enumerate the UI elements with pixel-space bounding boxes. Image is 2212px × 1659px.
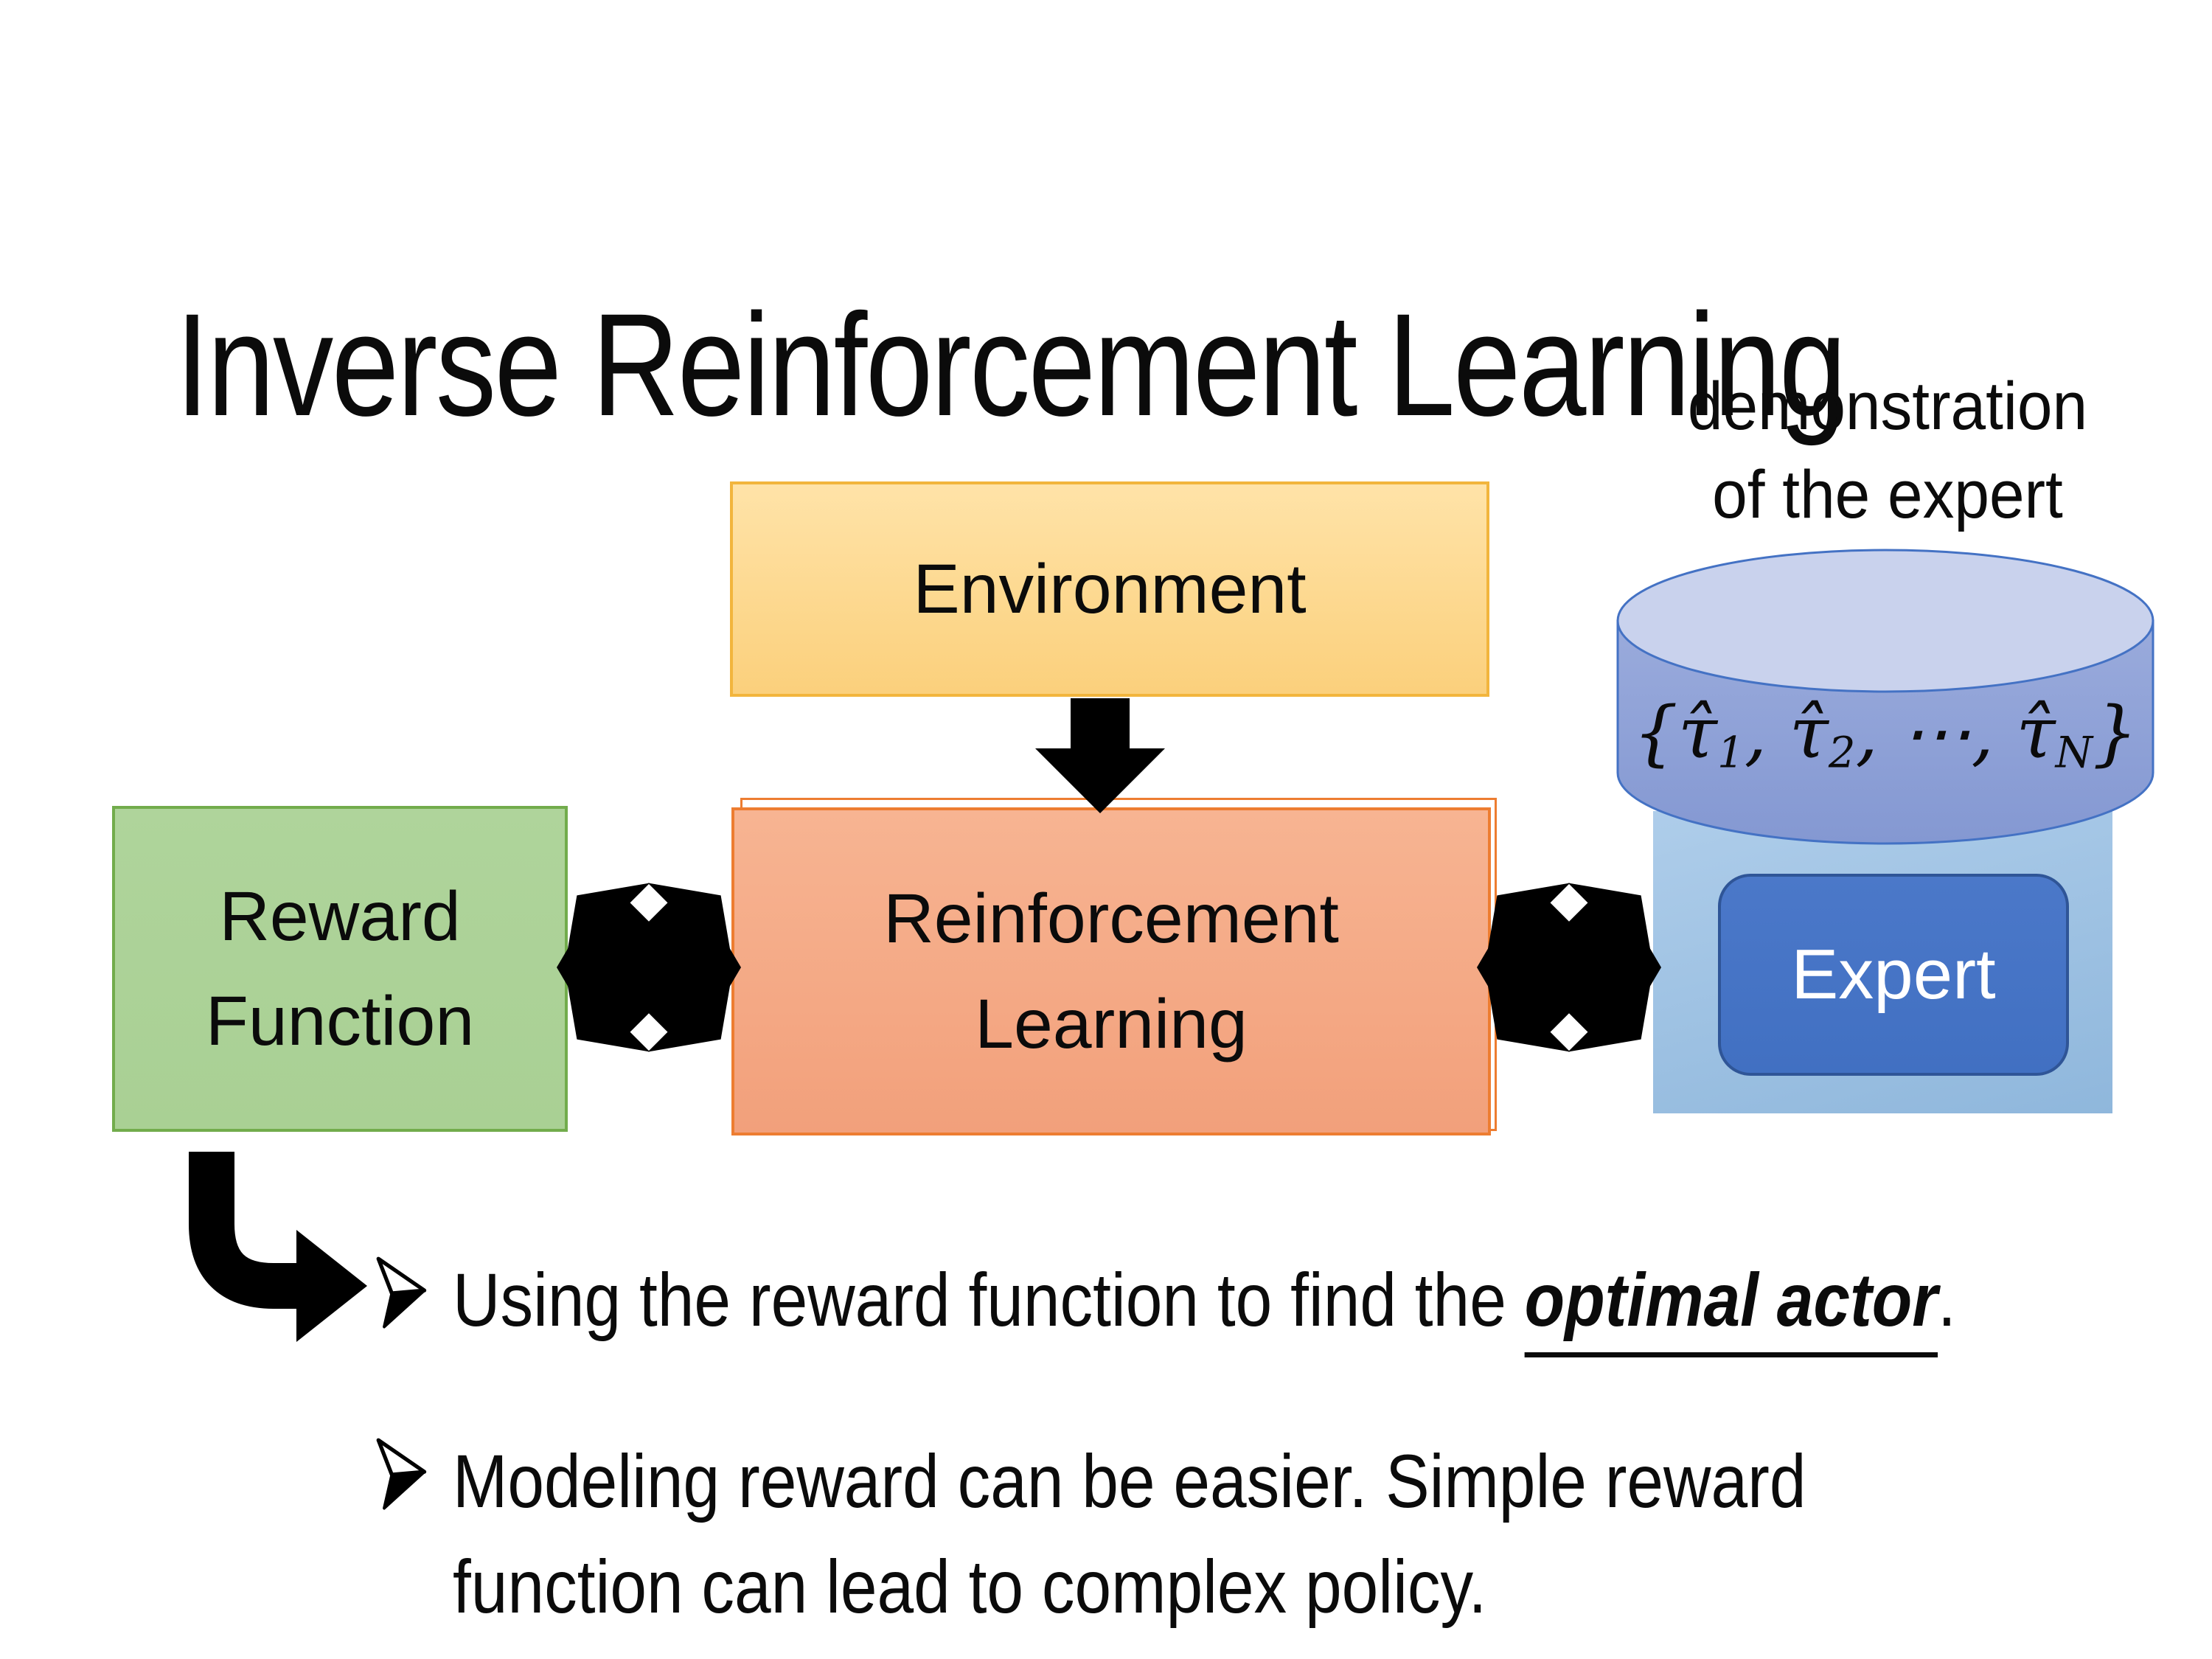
reinforcement-learning-box: Reinforcement Learning (731, 807, 1491, 1135)
bullet-item-1: Using the reward function to find the op… (375, 1248, 2171, 1353)
demonstration-label-line2: of the expert (1712, 456, 2063, 532)
environment-box: Environment (730, 481, 1489, 697)
page-title: Inverse Reinforcement Learning (175, 282, 1846, 446)
reward-label-line1: Reward (219, 877, 461, 956)
rl-label-line2: Learning (975, 984, 1248, 1063)
bullet-arrowhead-icon (376, 1256, 427, 1329)
bullet-item-2: Modeling reward can be easier. Simple re… (375, 1429, 2000, 1640)
expert-label: Expert (1791, 935, 1996, 1014)
bullet-1-text: Using the reward function to find the op… (453, 1258, 1956, 1342)
reward-to-bullets-bent-arrow-icon (189, 1152, 367, 1342)
environment-label: Environment (913, 549, 1307, 628)
optimal-actor-emphasis: optimal actor (1524, 1258, 1938, 1342)
reward-label-line2: Function (205, 982, 475, 1060)
formula-open-brace: { (1632, 692, 1678, 774)
formula-tau2: τ̂ (1789, 692, 1829, 774)
reward-function-box: Reward Function (112, 806, 568, 1132)
trajectory-set-formula: {τ̂1, τ̂2, ⋯, τ̂N} (1632, 692, 2138, 778)
reward-rl-double-arrow-icon (557, 883, 741, 1052)
formula-sub2: 2 (1828, 728, 1856, 778)
formula-sub1: 1 (1717, 728, 1745, 778)
bullet-2-text: Modeling reward can be easier. Simple re… (453, 1439, 1806, 1629)
formula-tauN: τ̂ (2016, 692, 2056, 774)
rl-label-line1: Reinforcement (883, 880, 1339, 958)
database-cylinder-icon (1616, 549, 2154, 845)
demonstration-label: demonstration of the expert (1579, 363, 2197, 539)
bullet-arrowhead-icon (376, 1438, 427, 1510)
cylinder-top (1616, 549, 2154, 693)
formula-subN: N (2055, 728, 2093, 778)
formula-dots: ⋯ (1900, 692, 1972, 774)
formula-tau1: τ̂ (1677, 692, 1718, 774)
demonstration-label-line1: demonstration (1687, 369, 2088, 444)
formula-close-brace: } (2093, 692, 2138, 774)
environment-to-rl-arrow-icon (1035, 698, 1165, 813)
expert-box: Expert (1718, 874, 2069, 1076)
